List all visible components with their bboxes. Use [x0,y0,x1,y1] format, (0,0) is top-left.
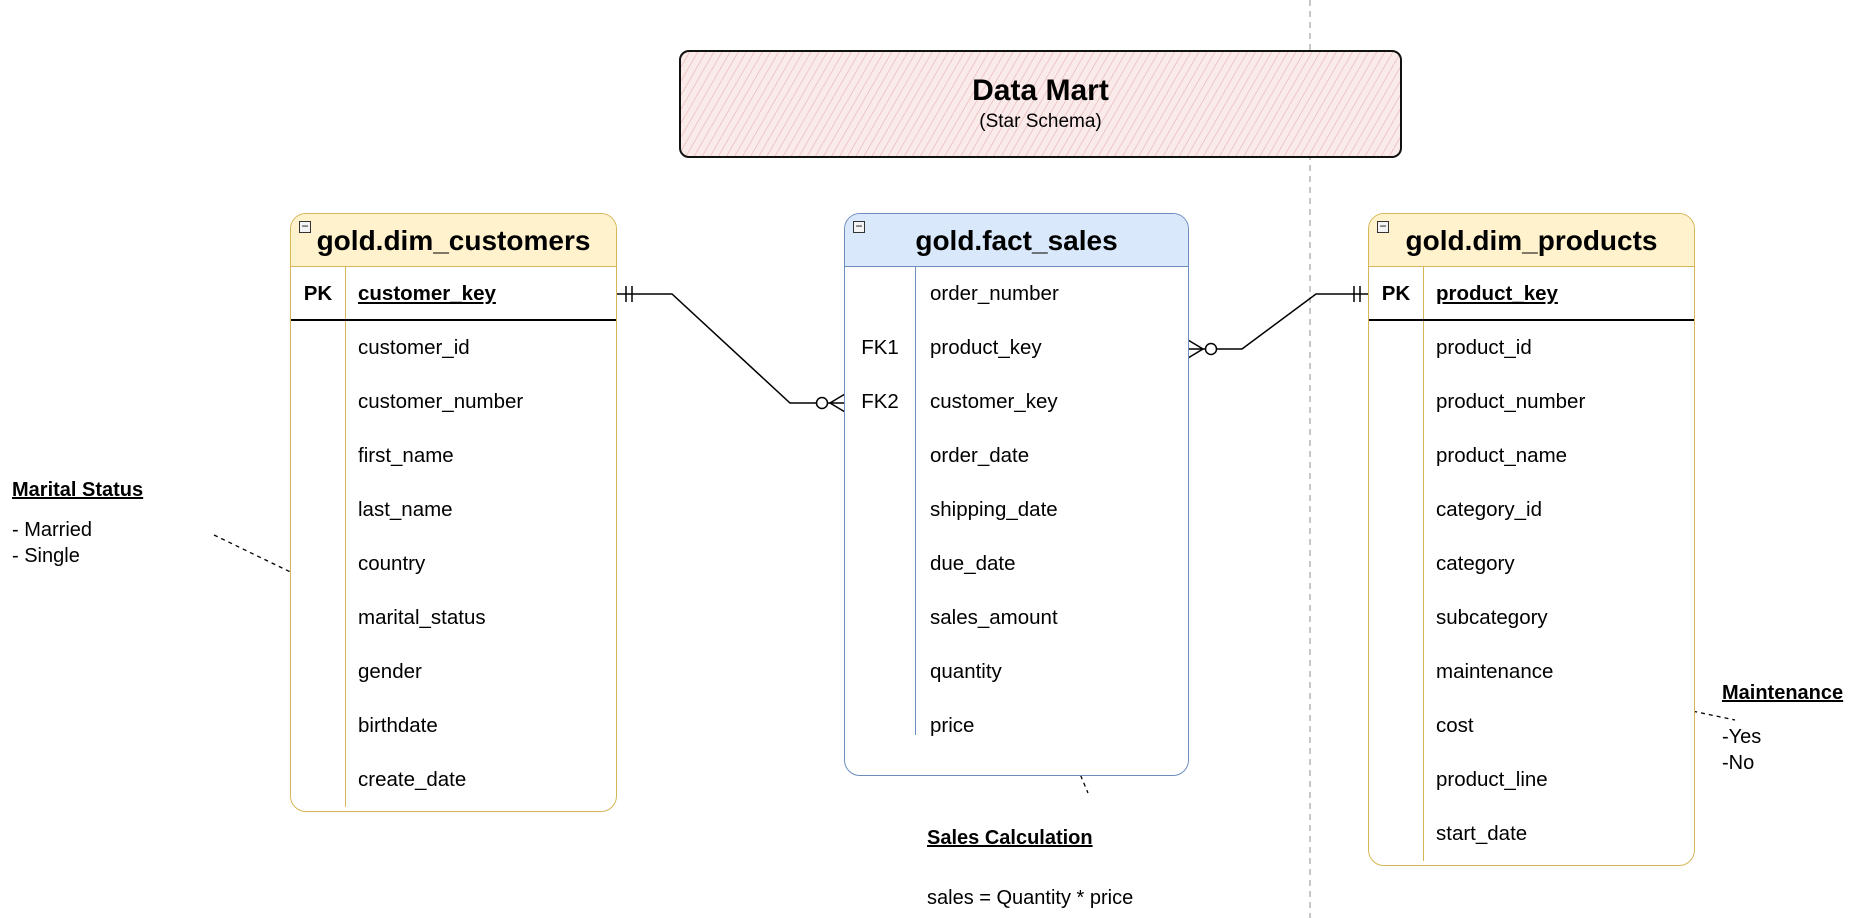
table-row[interactable]: start_date [1369,807,1694,861]
column-name: birthdate [358,714,438,737]
table-row[interactable]: shipping_date [845,483,1188,537]
table-row[interactable]: gender [291,645,616,699]
table-row[interactable]: customer_number [291,375,616,429]
note-line: -No [1722,752,1755,774]
table-rows: PK customer_key customer_id customer_num… [291,267,616,807]
relation-sales-products[interactable] [1187,286,1370,359]
table-row[interactable]: category_id [1369,483,1694,537]
column-name: order_number [930,282,1059,305]
collapse-icon[interactable]: − [299,220,311,233]
note-title: Marital Status [12,479,144,501]
note-line: sales = Quantity * price [927,887,1134,909]
table-name: gold.fact_sales [915,225,1118,256]
note-maintenance[interactable]: Maintenance -Yes -No [1722,680,1843,776]
column-name: product_id [1436,336,1532,359]
column-name: product_line [1436,768,1548,791]
column-name: customer_key [930,390,1058,413]
table-row[interactable]: product_id [1369,321,1694,375]
table-header[interactable]: − gold.dim_products [1369,214,1694,267]
column-name: customer_key [358,282,496,305]
table-row[interactable]: birthdate [291,699,616,753]
key-label: FK1 [861,336,899,359]
table-row[interactable]: due_date [845,537,1188,591]
title-box[interactable]: Data Mart (Star Schema) [679,50,1402,158]
table-name: gold.dim_products [1405,225,1658,256]
note-line: -Yes [1722,726,1762,748]
table-row[interactable]: quantity [845,645,1188,699]
column-name: product_key [1436,282,1558,305]
column-name: country [358,552,426,575]
table-row[interactable]: cost [1369,699,1694,753]
column-name: order_date [930,444,1030,467]
table-row[interactable]: subcategory [1369,591,1694,645]
table-rows: order_number FK1 product_key FK2 customer_… [845,267,1188,753]
table-row[interactable]: create_date [291,753,616,807]
column-name: customer_id [358,336,470,359]
table-header[interactable]: − gold.fact_sales [845,214,1188,267]
collapse-icon[interactable]: − [853,220,865,233]
table-row[interactable]: customer_id [291,321,616,375]
key-label: FK2 [861,390,899,413]
note-marital-status[interactable]: Marital Status - Married - Single [12,477,143,569]
table-name: gold.dim_customers [316,225,591,256]
diagram-title: Data Mart [972,74,1109,107]
table-fact-sales[interactable]: − gold.fact_sales order_number FK1 produc… [844,213,1189,776]
column-name: due_date [930,552,1016,575]
table-row[interactable]: country [291,537,616,591]
column-name: start_date [1436,822,1528,845]
column-name: quantity [930,660,1002,683]
column-name: product_number [1436,390,1586,413]
column-name: shipping_date [930,498,1058,521]
table-row[interactable]: first_name [291,429,616,483]
column-name: sales_amount [930,606,1058,629]
column-name: maintenance [1436,660,1554,683]
column-name: subcategory [1436,606,1548,629]
table-row[interactable]: product_line [1369,753,1694,807]
table-dim-customers[interactable]: − gold.dim_customers PK customer_key cus… [290,213,617,812]
column-name: category_id [1436,498,1542,521]
table-row[interactable]: maintenance [1369,645,1694,699]
table-row[interactable]: sales_amount [845,591,1188,645]
table-row[interactable]: product_name [1369,429,1694,483]
table-row[interactable]: product_number [1369,375,1694,429]
table-dim-products[interactable]: − gold.dim_products PK product_key produ… [1368,213,1695,866]
note-title: Maintenance [1722,682,1844,704]
pk-row[interactable]: PK customer_key [291,267,616,321]
note-title: Sales Calculation [927,827,1093,849]
column-name: create_date [358,768,467,791]
key-label: PK [1381,282,1411,305]
note-line: - Single [12,545,80,567]
column-name: product_name [1436,444,1568,467]
column-name: gender [358,660,422,683]
table-row[interactable]: last_name [291,483,616,537]
diagram-subtitle: (Star Schema) [979,111,1102,132]
column-name: category [1436,552,1515,575]
table-row[interactable]: category [1369,537,1694,591]
note-sales-calculation[interactable]: Sales Calculation sales = Quantity * pri… [927,825,1133,911]
column-name: last_name [358,498,453,521]
table-row[interactable]: price [845,699,1188,753]
table-row[interactable]: FK1 product_key [845,321,1188,375]
table-header[interactable]: − gold.dim_customers [291,214,616,267]
column-name: first_name [358,444,454,467]
table-rows: PK product_key product_id product_number… [1369,267,1694,861]
collapse-icon[interactable]: − [1377,220,1389,233]
note-line: - Married [12,519,93,541]
table-row[interactable]: FK2 customer_key [845,375,1188,429]
column-name: customer_number [358,390,524,413]
table-row[interactable]: marital_status [291,591,616,645]
table-row[interactable]: order_date [845,429,1188,483]
column-name: price [930,714,975,737]
column-name: product_key [930,336,1042,359]
relation-customers-sales[interactable] [616,286,846,413]
table-row[interactable]: order_number [845,267,1188,321]
pk-row[interactable]: PK product_key [1369,267,1694,321]
column-name: marital_status [358,606,486,629]
column-name: cost [1436,714,1474,737]
key-label: PK [303,282,333,305]
